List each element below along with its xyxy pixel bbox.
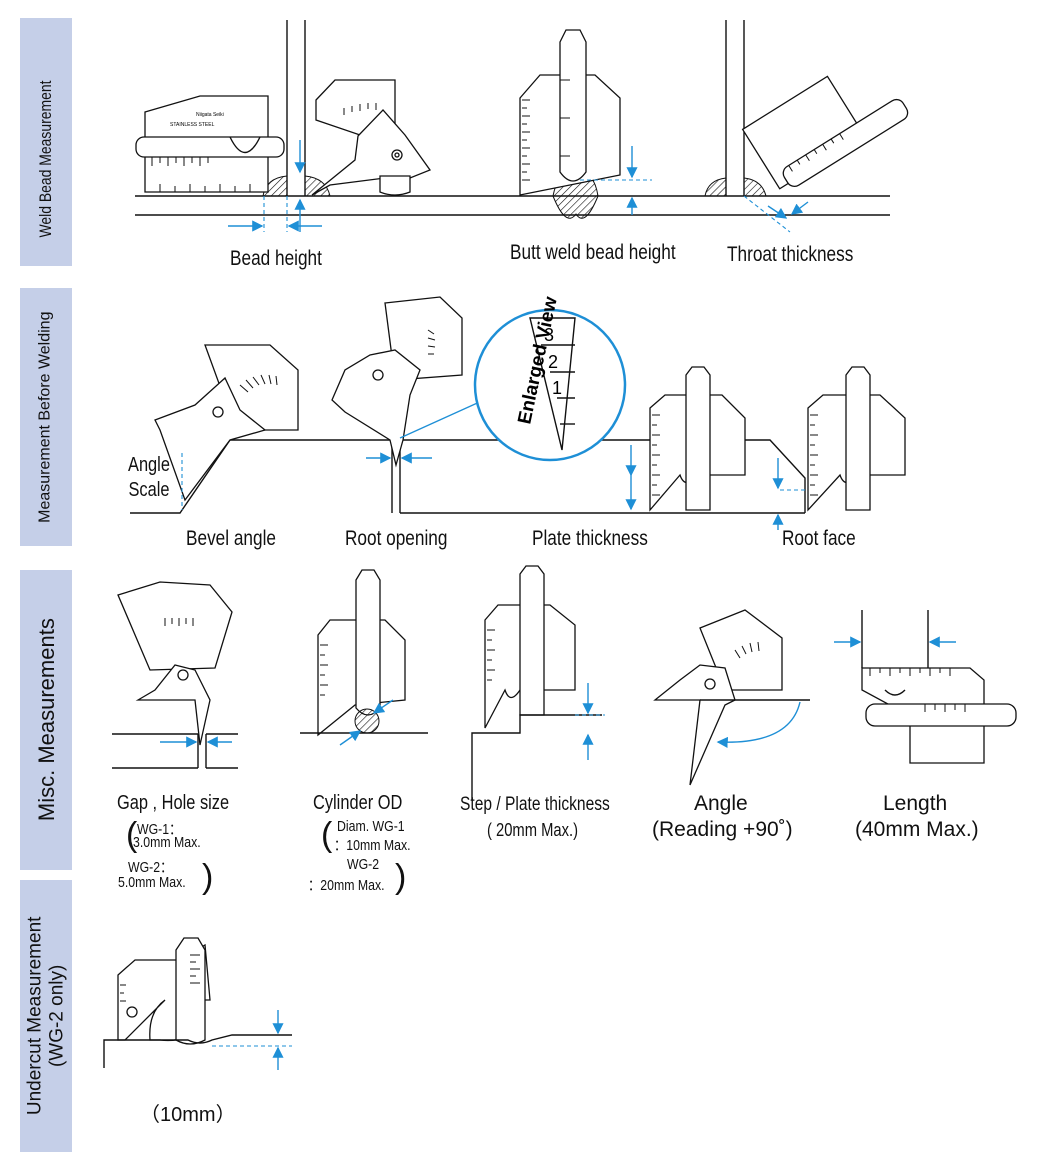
- cyl-wg2-value: ：20mm Max.: [308, 877, 385, 894]
- undercut-diagram: [103, 937, 292, 1070]
- length-note: (40mm Max.): [855, 818, 979, 841]
- tab-measurement-before-welding: Measurement Before Welding: [20, 288, 72, 546]
- tab-misc-measurements: Misc. Measurements: [20, 570, 72, 870]
- gap-wg1-bracket-open: (: [126, 816, 138, 854]
- cyl-wg1-value: ：10mm Max.: [334, 837, 411, 854]
- gap-wg2-label: WG-2：: [128, 859, 173, 876]
- tab-weld-bead-measurement: Weld Bead Measurement: [20, 18, 72, 266]
- gap-wg1-value: 3.0mm Max.: [133, 834, 201, 851]
- gauge-root-opening: [331, 296, 463, 468]
- enlarged-view: 3 2 1 Enlarged View: [399, 295, 627, 462]
- gauge-gap: [112, 581, 238, 769]
- misc-diagram: [112, 565, 1017, 800]
- cyl-bracket-open: (: [321, 816, 333, 854]
- caption-angle: Angle: [694, 792, 748, 815]
- step-note: ( 20mm Max.): [487, 820, 579, 840]
- caption-step-plate-thickness: Step / Plate thickness: [460, 794, 610, 815]
- gauge-bead-height: Niigata Seiki STAINLESS STEEL: [135, 95, 285, 193]
- gauge-plate-thickness: [649, 366, 746, 512]
- gauge-butt-weld: [519, 29, 621, 196]
- angle-note: (Reading +90˚): [652, 818, 793, 841]
- gauge-bevel: [154, 344, 299, 502]
- cyl-bracket-close: ): [395, 858, 407, 896]
- caption-throat-thickness: Throat thickness: [727, 243, 854, 266]
- gauge-throat: [741, 75, 909, 190]
- enlarged-scale-1: 1: [552, 378, 562, 398]
- gauge-step: [471, 565, 605, 800]
- caption-butt-weld-bead-height: Butt weld bead height: [510, 241, 676, 264]
- gap-wg2-value: 5.0mm Max.: [118, 874, 186, 891]
- caption-cylinder-od: Cylinder OD: [313, 792, 403, 814]
- caption-bead-height: Bead height: [230, 247, 322, 270]
- caption-gap-hole-size: Gap , Hole size: [117, 792, 230, 814]
- before-welding-diagram: 3 2 1 Enlarged View: [130, 295, 906, 530]
- enlarged-scale-2: 2: [548, 352, 558, 372]
- caption-undercut: （10mm）: [140, 1104, 236, 1126]
- gauge-fillet: [311, 79, 432, 196]
- gauge-root-face: [807, 366, 906, 512]
- gauge-angle: [653, 609, 810, 786]
- caption-bevel-angle: Bevel angle: [186, 527, 276, 550]
- cyl-wg1-label: Diam. WG-1: [337, 818, 405, 835]
- gap-wg2-bracket-close: ): [202, 858, 214, 896]
- angle-scale-label: Angle Scale: [128, 454, 170, 501]
- gauge-length: [834, 610, 1017, 764]
- gauge-cylinder: [300, 569, 428, 746]
- caption-plate-thickness: Plate thickness: [532, 527, 648, 550]
- tab-undercut-measurement: Undercut Measurement (WG-2 only): [20, 880, 72, 1152]
- caption-root-face: Root face: [782, 527, 856, 550]
- caption-root-opening: Root opening: [345, 527, 448, 550]
- gap-wg1-label: WG-1：: [137, 821, 182, 838]
- cyl-wg2-label: WG-2: [347, 856, 380, 873]
- enlarged-scale-3: 3: [544, 325, 554, 345]
- caption-length: Length: [883, 792, 948, 815]
- weld-bead-diagram: Niigata Seiki STAINLESS STEEL: [135, 20, 909, 233]
- brand-text: Niigata Seiki: [196, 112, 224, 118]
- material-text: STAINLESS STEEL: [170, 122, 215, 128]
